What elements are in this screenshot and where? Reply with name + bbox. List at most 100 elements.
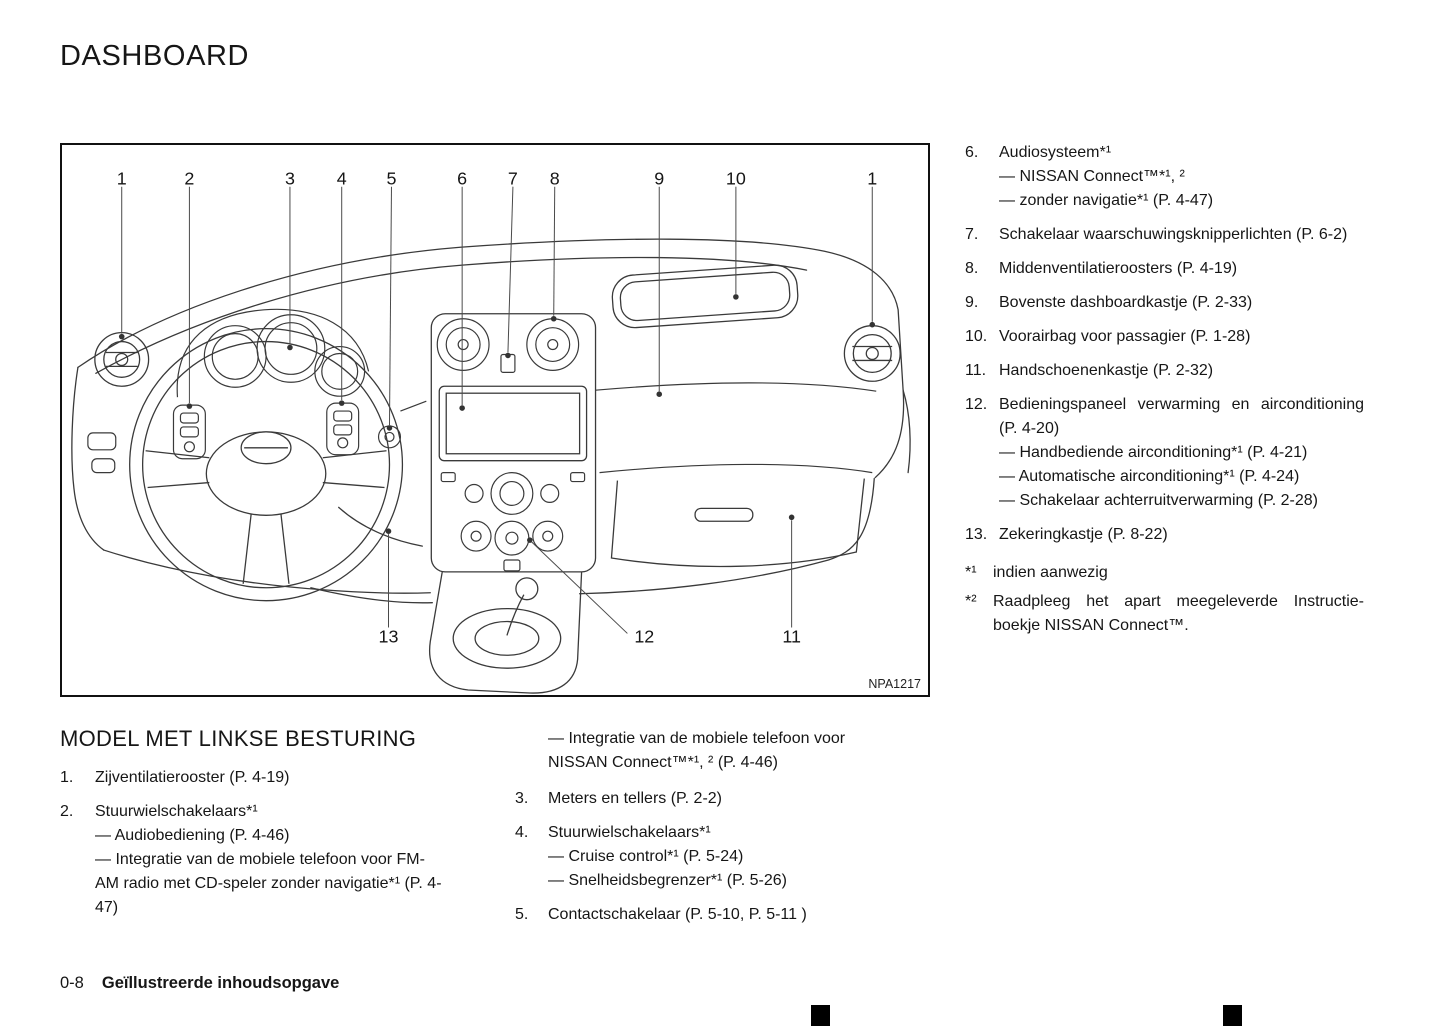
item-line: Zijventilatierooster (P. 4-19) — [95, 769, 290, 786]
item-line: Bovenste dashboardkastje (P. 2-33) — [999, 294, 1253, 311]
item-number: 5. — [515, 906, 529, 923]
item-line: Bedieningspaneel verwarming en aircondit… — [999, 396, 1364, 437]
steering-switch-pod-right — [326, 402, 360, 456]
item-number: 2. — [60, 803, 74, 820]
footnote: *² Raadpleeg het apart meegeleverde Inst… — [965, 590, 1364, 638]
center-stack — [430, 313, 597, 573]
passenger-airbag — [611, 264, 799, 329]
item-continuation: — Integratie van de mobiele telefoon voo… — [515, 727, 893, 775]
callout-label: 4 — [337, 169, 347, 189]
legend-item: 1. Zijventilatierooster (P. 4-19) — [60, 766, 445, 790]
item-number: 11. — [965, 362, 987, 379]
item-line: Schakelaar waarschuwingsknipperlichten (… — [999, 226, 1348, 243]
dashboard-outline — [71, 238, 911, 604]
callout-label: 12 — [634, 626, 654, 646]
callout-label: 2 — [184, 169, 194, 189]
callout-label: 13 — [379, 626, 399, 646]
upper-dashboard-box — [595, 382, 877, 474]
footnote: *¹ indien aanwezig — [965, 561, 1364, 585]
legend-item: 13. Zekeringkastje (P. 8-22) — [965, 523, 1364, 547]
callout-leader-lines — [121, 186, 873, 634]
dashboard-figure: 1 2 3 4 5 6 7 8 9 10 1 13 12 11 NPA1217 — [60, 143, 930, 697]
callout-label: 10 — [726, 169, 746, 189]
item-line: Stuurwielschakelaars*¹ — [95, 803, 258, 820]
footnote-marker: *¹ — [965, 564, 977, 581]
item-line: — Integratie van de mobiele telefoon voo… — [548, 730, 846, 771]
steering-switch-pod-left — [172, 404, 206, 460]
item-line: — Integratie van de mobiele telefoon voo… — [95, 851, 442, 916]
legend-item: 3. Meters en tellers (P. 2-2) — [515, 787, 893, 811]
legend-item: 10. Voorairbag voor passagier (P. 1-28) — [965, 325, 1364, 349]
item-line: Meters en tellers (P. 2-2) — [548, 790, 722, 807]
item-number: 7. — [965, 226, 979, 243]
print-mark — [1223, 1005, 1242, 1026]
callout-label: 1 — [867, 169, 877, 189]
item-line: Zekeringkastje (P. 8-22) — [999, 526, 1168, 543]
page-footer: 0-8 Geïllustreerde inhoudsopgave — [60, 974, 339, 993]
item-number: 10. — [965, 328, 988, 345]
legend-item: 7. Schakelaar waarschuwingsknipperlichte… — [965, 223, 1364, 247]
item-text: Zijventilatierooster (P. 4-19) — [95, 766, 445, 790]
callout-label: 6 — [457, 169, 467, 189]
item-line: — Automatische airconditioning*¹ (P. 4-2… — [999, 468, 1300, 485]
section-title: MODEL MET LINKSE BESTURING — [60, 726, 417, 751]
item-line: Contactschakelaar (P. 5-10, P. 5-11 ) — [548, 906, 807, 923]
item-line: — NISSAN Connect™*¹, ² — [999, 168, 1185, 185]
item-line: — zonder navigatie*¹ (P. 4-47) — [999, 192, 1214, 209]
legend-item: 12. Bedieningspaneel verwarming en airco… — [965, 393, 1364, 513]
callout-label: 1 — [117, 169, 127, 189]
item-number: 1. — [60, 769, 74, 786]
audio-display — [438, 385, 588, 462]
item-line: Stuurwielschakelaars*¹ — [548, 824, 711, 841]
item-line: — Schakelaar achterruitverwarming (P. 2-… — [999, 492, 1318, 509]
callout-label: 7 — [508, 169, 518, 189]
item-number: 9. — [965, 294, 979, 311]
item-text: Stuurwielschakelaars*¹ — Cruise control*… — [548, 821, 893, 893]
legend-item: 2. Stuurwielschakelaars*¹ — Audiobedieni… — [60, 800, 445, 920]
callout-label: 9 — [654, 169, 664, 189]
legend-right: 6. Audiosysteem*¹ — NISSAN Connect™*¹, ²… — [965, 141, 1364, 643]
item-text: Middenventilatieroosters (P. 4-19) — [999, 257, 1364, 281]
item-line: Handschoenenkastje (P. 2-32) — [999, 362, 1214, 379]
item-line: — Cruise control*¹ (P. 5-24) — [548, 848, 744, 865]
item-number: 12. — [965, 396, 988, 413]
footnote-marker: *² — [965, 593, 977, 610]
figure-code: NPA1217 — [864, 677, 921, 691]
item-number: 6. — [965, 144, 979, 161]
side-switch-panel — [87, 432, 117, 474]
legend-item: 5. Contactschakelaar (P. 5-10, P. 5-11 ) — [515, 903, 893, 927]
legend-item: 6. Audiosysteem*¹ — NISSAN Connect™*¹, ²… — [965, 141, 1364, 213]
legend-item: 4. Stuurwielschakelaars*¹ — Cruise contr… — [515, 821, 893, 893]
item-line: — Audiobediening (P. 4-46) — [95, 827, 290, 844]
ignition-switch — [377, 400, 427, 449]
legend-left: 1. Zijventilatierooster (P. 4-19) 2. Stu… — [60, 766, 445, 930]
footer-page-number: 0-8 — [60, 974, 84, 992]
dashboard-line-drawing: 1 2 3 4 5 6 7 8 9 10 1 13 12 11 — [71, 169, 911, 694]
gear-shifter — [428, 571, 583, 694]
item-text: Schakelaar waarschuwingsknipperlichten (… — [999, 223, 1364, 247]
page-title: DASHBOARD — [60, 40, 250, 72]
glove-box — [610, 478, 865, 568]
item-line: — Snelheidsbegrenzer*¹ (P. 5-26) — [548, 872, 787, 889]
legend-item: 9. Bovenste dashboardkastje (P. 2-33) — [965, 291, 1364, 315]
item-text: Bovenste dashboardkastje (P. 2-33) — [999, 291, 1364, 315]
item-number: 13. — [965, 526, 988, 543]
item-text: Bedieningspaneel verwarming en aircondit… — [999, 393, 1364, 513]
item-text: Voorairbag voor passagier (P. 1-28) — [999, 325, 1364, 349]
item-text: Zekeringkastje (P. 8-22) — [999, 523, 1364, 547]
item-text: Handschoenenkastje (P. 2-32) — [999, 359, 1364, 383]
callout-label: 5 — [386, 169, 396, 189]
legend-item: 8. Middenventilatieroosters (P. 4-19) — [965, 257, 1364, 281]
item-text: Meters en tellers (P. 2-2) — [548, 787, 893, 811]
callout-label: 3 — [285, 169, 295, 189]
item-number: 8. — [965, 260, 979, 277]
print-mark — [811, 1005, 830, 1026]
steering-wheel — [129, 328, 404, 602]
audio-controls — [440, 472, 586, 515]
item-line: — Handbediende airconditioning*¹ (P. 4-2… — [999, 444, 1308, 461]
callout-leader-dots — [118, 294, 876, 543]
footnote-text: Raadpleeg het apart meegeleverde Instruc… — [993, 593, 1364, 634]
item-number: 3. — [515, 790, 529, 807]
footnote-text: indien aanwezig — [993, 564, 1108, 581]
item-line: Voorairbag voor passagier (P. 1-28) — [999, 328, 1251, 345]
